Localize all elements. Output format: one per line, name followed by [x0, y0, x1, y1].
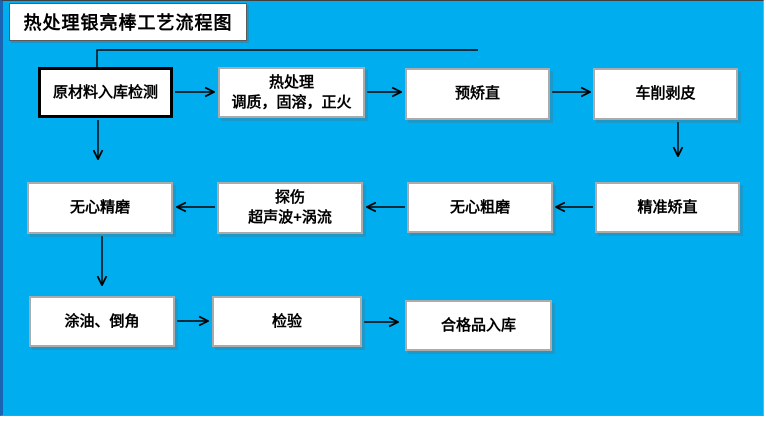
node-inspection: 检验 [212, 296, 362, 347]
node-pre-straightening: 预矫直 [405, 68, 550, 120]
node-label: 车削剥皮 [635, 85, 696, 102]
node-label: 无心粗磨 [449, 198, 510, 216]
node-heat-treatment: 热处理 调质，固溶，正火 [218, 67, 365, 118]
node-oiling-chamfering: 涂油、倒角 [29, 296, 175, 347]
node-centerless-rough-grinding: 无心粗磨 [407, 182, 553, 233]
node-label: 涂油、倒角 [64, 312, 140, 330]
node-label-line1: 热处理 [268, 73, 314, 91]
node-label-line2: 超声波+涡流 [248, 209, 332, 226]
node-label: 预矫直 [454, 85, 500, 102]
node-label: 合格品入库 [440, 316, 516, 334]
node-qualified-storage: 合格品入库 [405, 300, 552, 351]
node-flaw-detection: 探伤 超声波+涡流 [217, 182, 363, 234]
node-label: 原材料入库检测 [52, 83, 158, 101]
node-label: 精准矫直 [637, 198, 698, 216]
node-label: 无心精磨 [69, 199, 130, 216]
node-precise-straightening: 精准矫直 [595, 182, 740, 233]
node-raw-material-inspection: 原材料入库检测 [38, 67, 173, 118]
page-title-text: 热处理银亮棒工艺流程图 [23, 13, 233, 33]
page-title: 热处理银亮棒工艺流程图 [9, 3, 247, 41]
node-label-line1: 探伤 [274, 189, 305, 206]
node-turning-peeling: 车削剥皮 [593, 68, 738, 120]
node-label-line2: 调质，固溶，正火 [231, 93, 352, 111]
node-centerless-fine-grinding: 无心精磨 [27, 182, 173, 234]
node-label: 检验 [271, 312, 302, 330]
